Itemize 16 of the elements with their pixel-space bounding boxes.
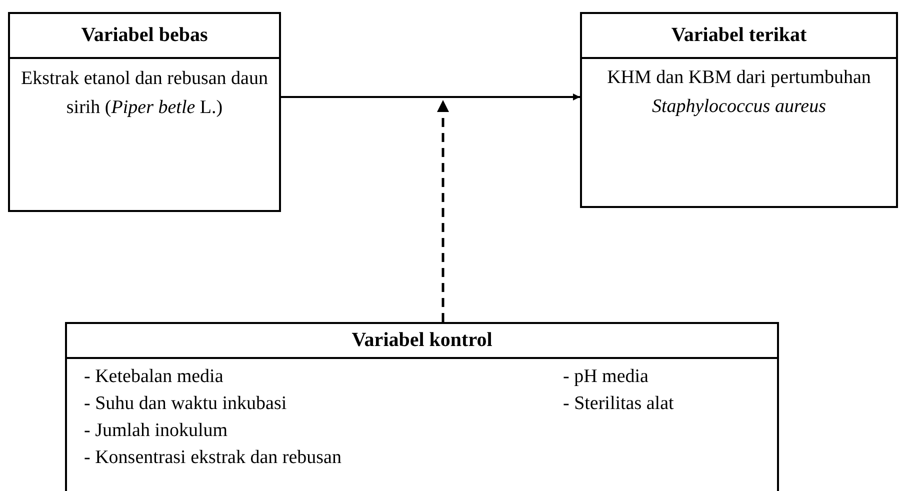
variable-box — [8, 12, 281, 212]
variable-box — [65, 322, 779, 491]
box-heading: Variabel terikat — [582, 14, 896, 59]
list-item: - Suhu dan waktu inkubasi — [84, 392, 287, 416]
arrow — [437, 100, 449, 322]
arrow — [281, 94, 580, 100]
list-item: - Jumlah inokulum — [84, 419, 228, 443]
variable-box — [580, 12, 898, 208]
box-text: Ekstrak etanol dan rebusan daun sirih (Piper betle L.) — [20, 67, 269, 120]
list-item: - pH media — [563, 365, 648, 389]
box-text: KHM dan KBM dari pertumbuhan Staphylococcus aureus — [606, 66, 872, 119]
box-heading: Variabel kontrol — [67, 324, 777, 359]
box-heading: Variabel bebas — [10, 14, 279, 59]
list-item: - Konsentrasi ekstrak dan rebusan — [84, 446, 342, 470]
list-item: - Sterilitas alat — [563, 392, 674, 416]
list-item: - Ketebalan media — [84, 365, 224, 389]
